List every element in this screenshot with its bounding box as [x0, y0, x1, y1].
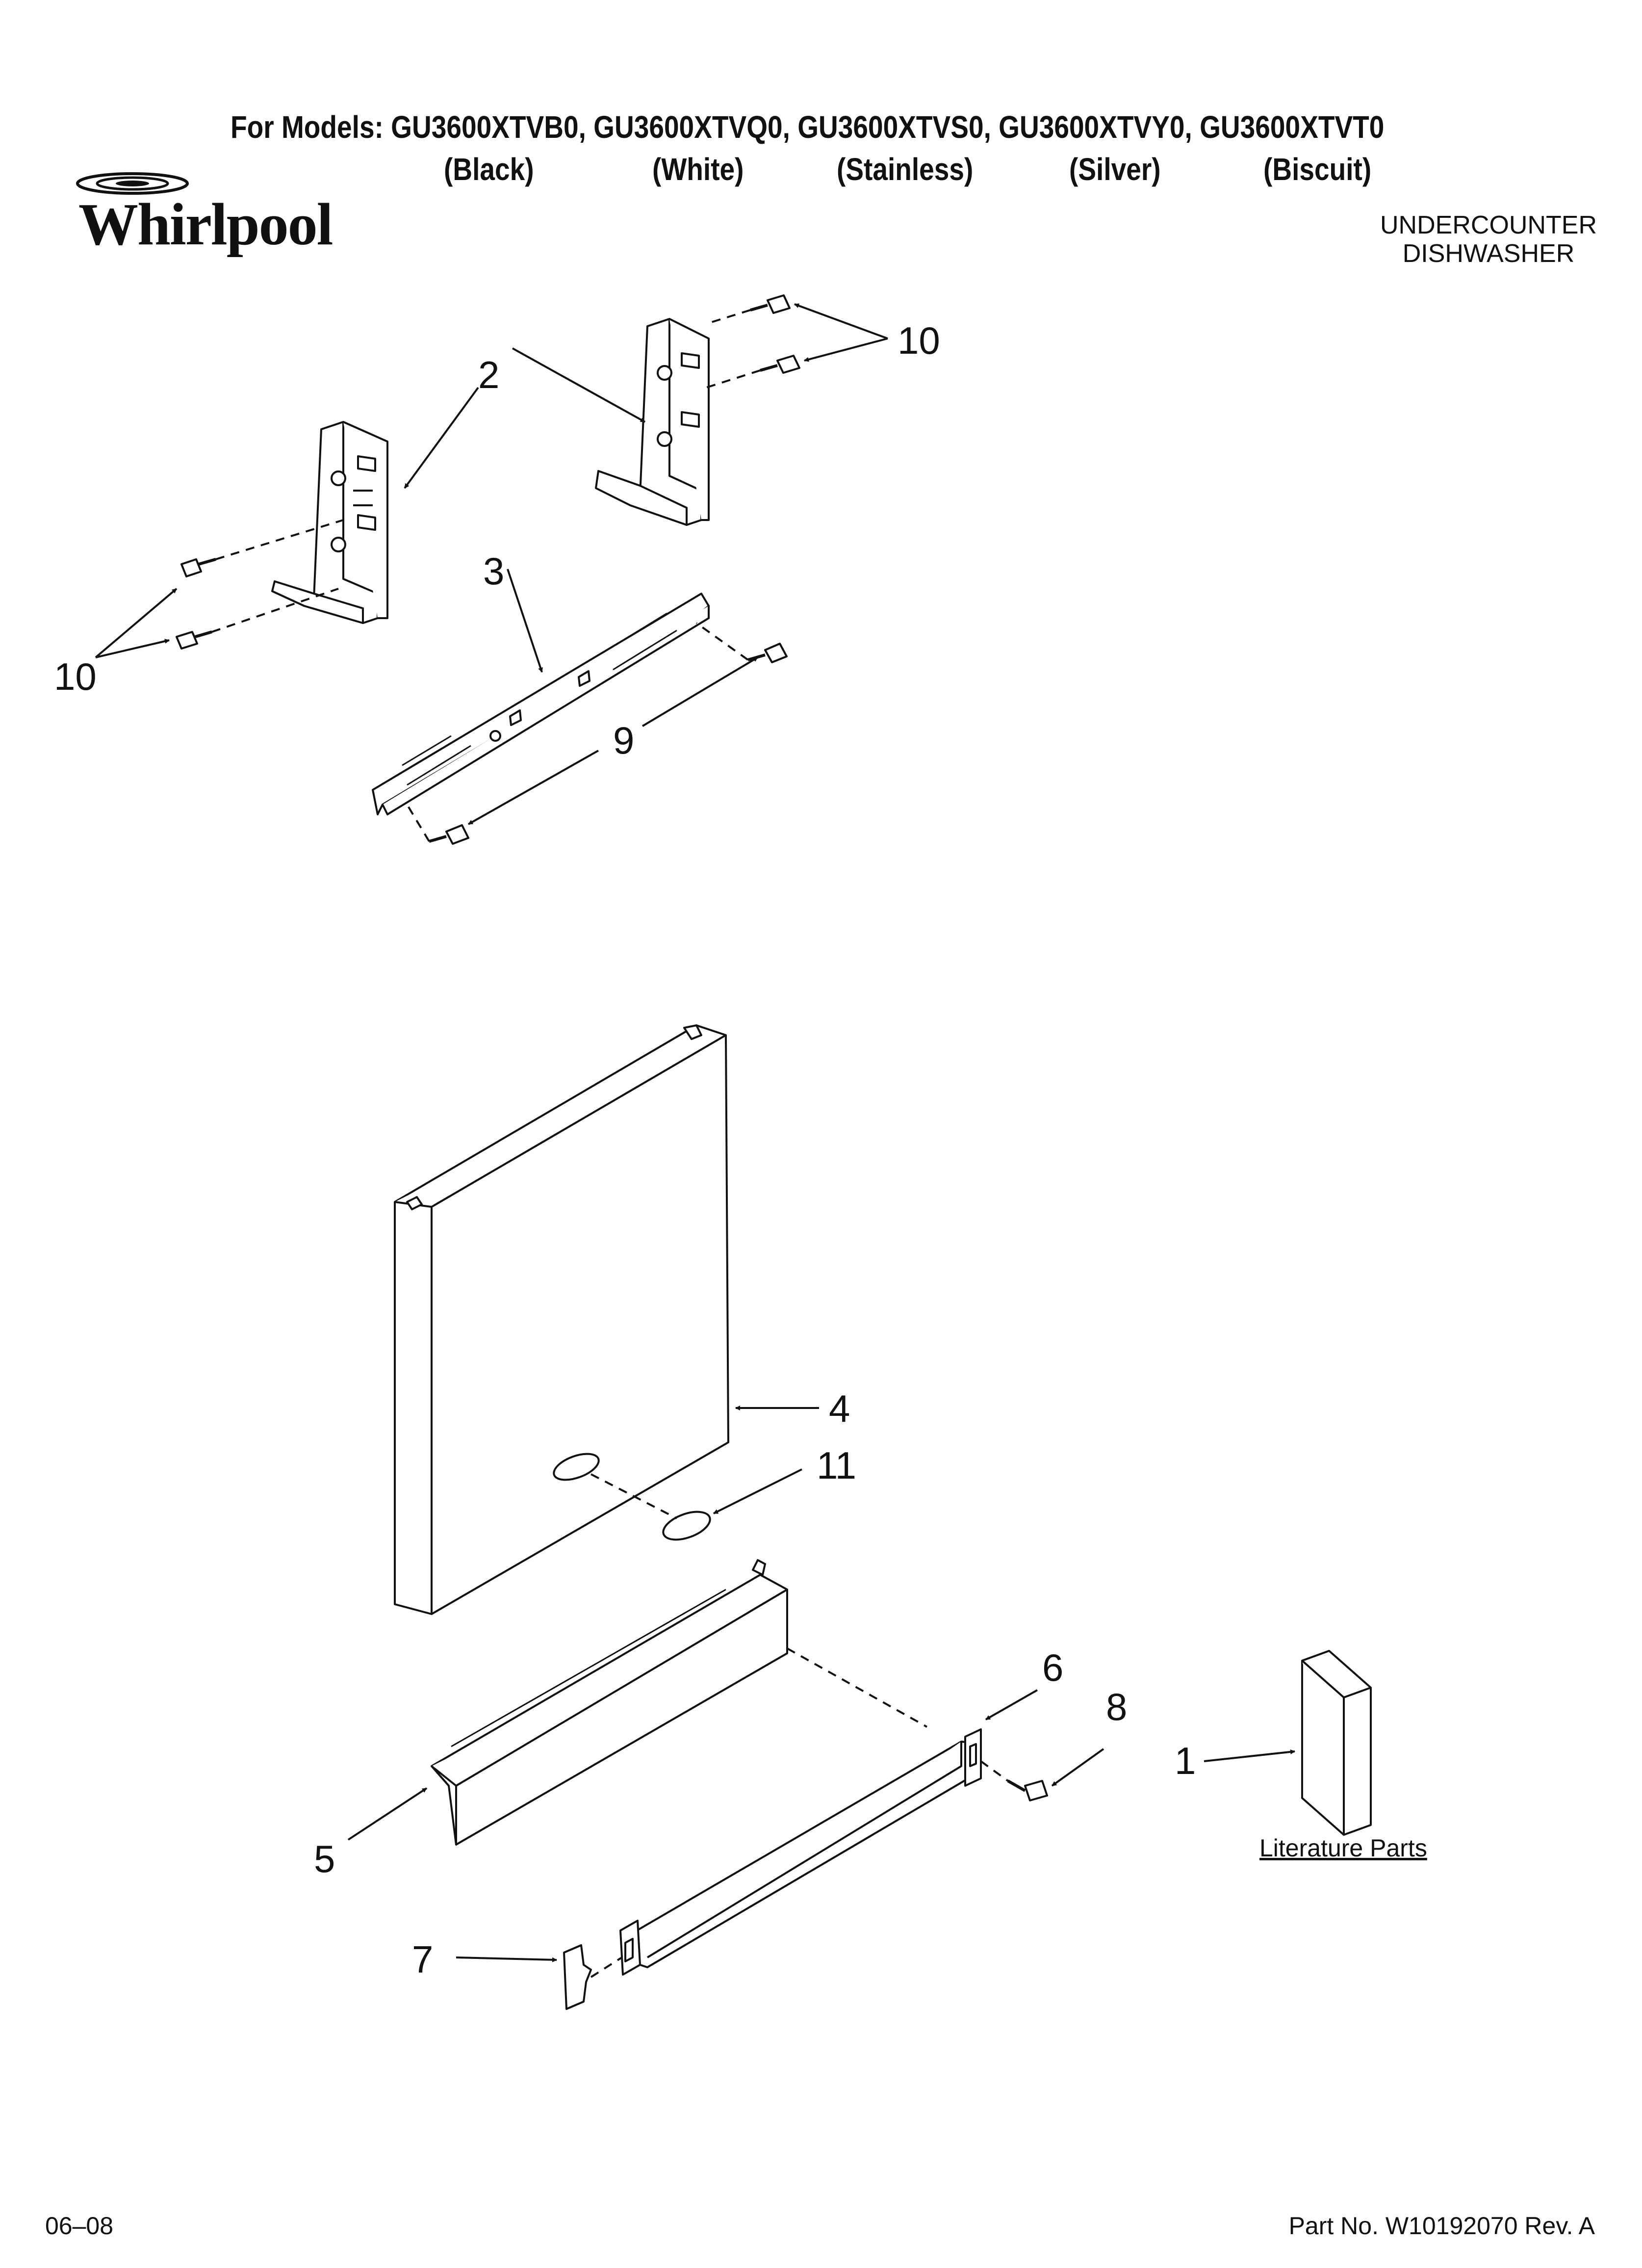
screw-8: [1007, 1779, 1048, 1801]
model-number: GU3600XTVT0: [1200, 109, 1385, 145]
part-number: Part No. W10192070 Rev. A: [1288, 2212, 1595, 2240]
product-type-line: DISHWASHER: [1402, 239, 1575, 268]
issue-date: 06–08: [45, 2212, 114, 2240]
screw-10-right-bottom: [760, 355, 800, 374]
model-color: (Stainless): [837, 152, 974, 187]
callout-9: 9: [613, 719, 635, 762]
model-color: (Silver): [1069, 152, 1161, 187]
callout-10: 10: [54, 655, 97, 698]
callout-1: 1: [1175, 1739, 1196, 1782]
callout-3: 3: [483, 549, 505, 593]
screw-10-left-bottom: [176, 630, 212, 650]
literature-parts-label: Literature Parts: [1259, 1834, 1427, 1862]
mounting-rail: [372, 593, 710, 815]
brand-wordmark: Whirlpool: [78, 191, 334, 258]
mounting-bracket-left: [271, 421, 388, 624]
callout-5: 5: [314, 1837, 335, 1880]
callout-4: 4: [829, 1387, 850, 1430]
literature-booklet: [1301, 1650, 1372, 1836]
product-type-line: UNDERCOUNTER: [1380, 211, 1597, 239]
model-number: GU3600XTVQ0,: [593, 109, 790, 145]
toe-panel: [431, 1559, 788, 1846]
model-color: (White): [652, 152, 744, 187]
mounting-bracket-right: [595, 318, 710, 526]
badge: [662, 1511, 711, 1541]
callout-7: 7: [412, 1938, 434, 1981]
screw-10-right-top: [750, 294, 791, 314]
callout-8: 8: [1106, 1685, 1128, 1728]
models-line: For Models: GU3600XTVB0, GU3600XTVQ0, GU…: [231, 109, 1384, 145]
model-color: (Black): [444, 152, 534, 187]
model-number: GU3600XTVS0,: [797, 109, 991, 145]
callout-10: 10: [898, 319, 940, 362]
swirl-icon: [76, 172, 189, 195]
screw-10-left-top: [180, 558, 216, 577]
product-type: UNDERCOUNTER DISHWASHER: [1380, 211, 1597, 268]
clip: [563, 1944, 592, 2010]
screw-9-left: [429, 824, 469, 845]
kick-plate: [619, 1728, 982, 1976]
model-number: GU3600XTVB0,: [391, 109, 586, 145]
door-panel: [394, 1024, 729, 1615]
models-prefix: For Models:: [231, 109, 384, 145]
callout-11: 11: [817, 1444, 856, 1487]
model-color: (Biscuit): [1263, 152, 1372, 187]
model-number: GU3600XTVY0,: [999, 109, 1192, 145]
callout-2: 2: [478, 353, 500, 396]
callout-6: 6: [1042, 1646, 1064, 1689]
